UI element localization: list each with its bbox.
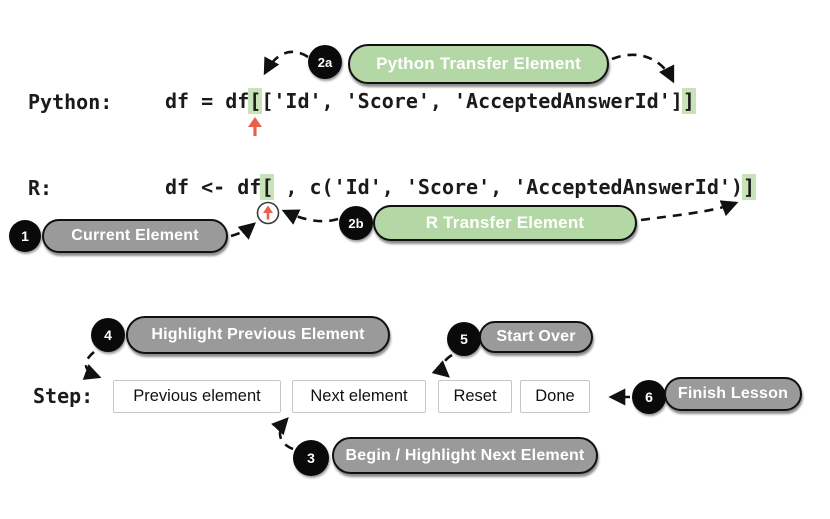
step-row-label: Step:	[33, 384, 94, 408]
highlight-previous-pill: Highlight Previous Element	[126, 316, 390, 354]
r-code-before: df <- df	[165, 175, 262, 199]
arrow-2a-to-python-open-bracket	[263, 50, 309, 76]
finish-lesson-pill: Finish Lesson	[664, 377, 802, 411]
badge-5: 5	[447, 322, 481, 356]
badge-1: 1	[9, 220, 41, 252]
r-bracket-pointer-icon	[256, 201, 280, 225]
arrow-r-pill-to-close-bracket	[640, 200, 739, 222]
python-bracket-pointer-icon	[248, 117, 262, 136]
next-element-button[interactable]: Next element	[292, 380, 426, 413]
python-code-before: df = df	[165, 89, 250, 113]
arrow-3-to-next-button	[271, 417, 294, 451]
python-transfer-pill: Python Transfer Element	[348, 44, 609, 84]
python-code-middle: ['Id', 'Score', 'AcceptedAnswerId']	[261, 89, 683, 113]
badge-4: 4	[91, 318, 125, 352]
r-transfer-pill: R Transfer Element	[373, 205, 637, 241]
r-code-line: df <- df[ , c('Id', 'Score', 'AcceptedAn…	[165, 175, 756, 199]
python-row-label: Python:	[28, 90, 113, 114]
begin-next-pill: Begin / Highlight Next Element	[332, 437, 598, 474]
arrow-4-to-previous-button	[82, 351, 102, 380]
previous-element-button[interactable]: Previous element	[113, 380, 281, 413]
python-close-bracket-highlight: ]	[682, 89, 695, 113]
python-code-line: df = df[['Id', 'Score', 'AcceptedAnswerI…	[165, 89, 695, 113]
badge-3: 3	[293, 440, 329, 476]
r-close-bracket-highlight: ]	[742, 175, 756, 199]
reset-button[interactable]: Reset	[438, 380, 512, 413]
r-code-middle: , c('Id', 'Score', 'AcceptedAnswerId')	[273, 175, 743, 199]
done-button[interactable]: Done	[520, 380, 590, 413]
badge-2a: 2a	[308, 45, 342, 79]
current-element-pill: Current Element	[42, 219, 228, 253]
arrow-current-pill-to-pointer	[230, 222, 256, 240]
arrow-5-to-reset-button	[431, 353, 453, 378]
python-open-bracket-highlight: [	[249, 89, 262, 113]
badge-2b: 2b	[339, 206, 373, 240]
badge-6: 6	[632, 380, 666, 414]
arrow-2b-to-pointer	[281, 209, 339, 225]
r-row-label: R:	[28, 176, 53, 200]
arrow-python-pill-to-close-bracket	[611, 53, 675, 84]
r-open-bracket-highlight: [	[261, 175, 274, 199]
start-over-pill: Start Over	[479, 321, 593, 353]
